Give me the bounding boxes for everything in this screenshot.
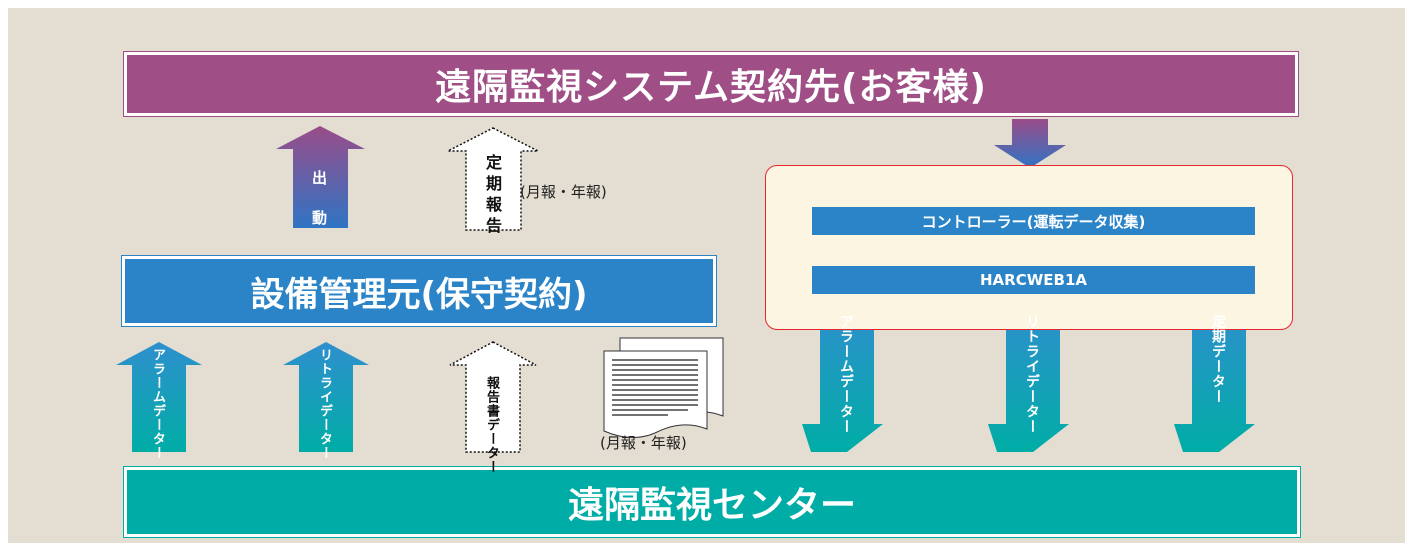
manager-bar: 設備管理元(保守契約) bbox=[122, 256, 716, 326]
periodic-report-arrow bbox=[447, 127, 539, 231]
document-stack-icon bbox=[603, 337, 724, 438]
retry-data-down-arrow bbox=[988, 306, 1069, 452]
monitoring-center-bar: 遠隔監視センター bbox=[124, 467, 1300, 537]
alarm-data-up-arrow bbox=[116, 342, 202, 452]
alarm-data-up-label: アラームデーター bbox=[150, 348, 165, 460]
periodic-report-label: 定期報告 bbox=[483, 154, 502, 238]
dispatch-arrow bbox=[276, 126, 365, 228]
device-bar: HARCWEB1A bbox=[812, 266, 1255, 294]
arrow-layer bbox=[116, 119, 1255, 453]
customer-label: 遠隔監視システム契約先(お客様) bbox=[435, 67, 987, 108]
alarm-data-down-arrow bbox=[802, 306, 883, 452]
periodic-report-note: (月報・年報) bbox=[520, 183, 607, 201]
center-label: 遠隔監視センター bbox=[567, 485, 856, 526]
report-note: (月報・年報) bbox=[600, 434, 687, 452]
controller-box: コントローラー(運転データ収集) HARCWEB1A bbox=[765, 165, 1293, 330]
controller-bar: コントローラー(運転データ収集) bbox=[812, 207, 1255, 235]
customer-bar: 遠隔監視システム契約先(お客様) bbox=[124, 52, 1298, 116]
retry-data-up-label: リトライデーター bbox=[317, 348, 332, 460]
diagram-canvas: 遠隔監視システム契約先(お客様) 設備管理元(保守契約) 遠隔監視センター コン… bbox=[8, 8, 1405, 543]
alarm-data-down-label: アラームデーター bbox=[838, 314, 854, 434]
dispatch-label: 出 動 bbox=[312, 169, 329, 227]
report-data-label: 報告書データー bbox=[484, 376, 499, 474]
periodic-data-down-arrow bbox=[1174, 306, 1255, 452]
retry-data-down-label: リトライデーター bbox=[1024, 314, 1040, 434]
manager-label: 設備管理元(保守契約) bbox=[250, 274, 588, 315]
controller-label: コントローラー(運転データ収集) bbox=[921, 212, 1146, 231]
customer-to-controller-arrow bbox=[994, 119, 1066, 168]
periodic-data-down-label: 定期データー bbox=[1210, 314, 1226, 404]
report-data-up-arrow bbox=[449, 341, 537, 453]
device-label: HARCWEB1A bbox=[980, 271, 1087, 289]
retry-data-up-arrow bbox=[283, 342, 369, 452]
